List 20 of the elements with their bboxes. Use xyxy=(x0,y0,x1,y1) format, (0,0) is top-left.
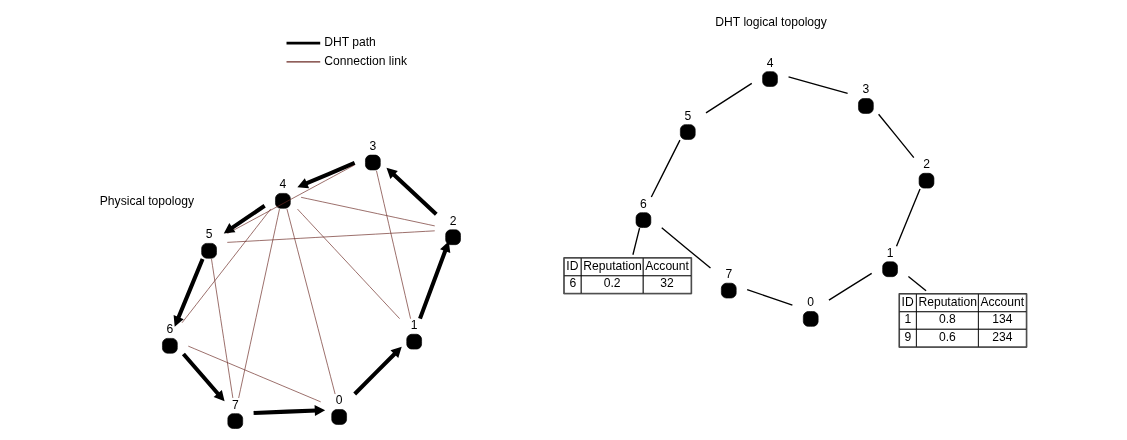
node-label: 3 xyxy=(862,82,870,97)
node-label: 1 xyxy=(410,318,418,333)
node-label: 5 xyxy=(684,108,692,123)
node-label: 6 xyxy=(166,322,174,337)
node-label: 7 xyxy=(231,397,239,412)
node-label: 6 xyxy=(640,196,647,211)
label: DHT logical topology xyxy=(715,14,827,29)
node-label: 0 xyxy=(335,393,343,408)
node-label: 0 xyxy=(807,295,815,310)
label: Physical topology xyxy=(99,194,195,209)
legend-label: DHT path xyxy=(324,35,376,50)
node-label: 2 xyxy=(449,213,457,228)
node-label: 4 xyxy=(766,55,774,70)
node-label: 7 xyxy=(725,267,733,282)
node-label: 4 xyxy=(279,177,287,192)
legend-label: Connection link xyxy=(324,53,408,68)
node-label: 3 xyxy=(369,138,377,153)
node-label: 2 xyxy=(923,157,930,172)
node-label: 5 xyxy=(205,227,213,242)
node-label: 1 xyxy=(886,245,894,260)
